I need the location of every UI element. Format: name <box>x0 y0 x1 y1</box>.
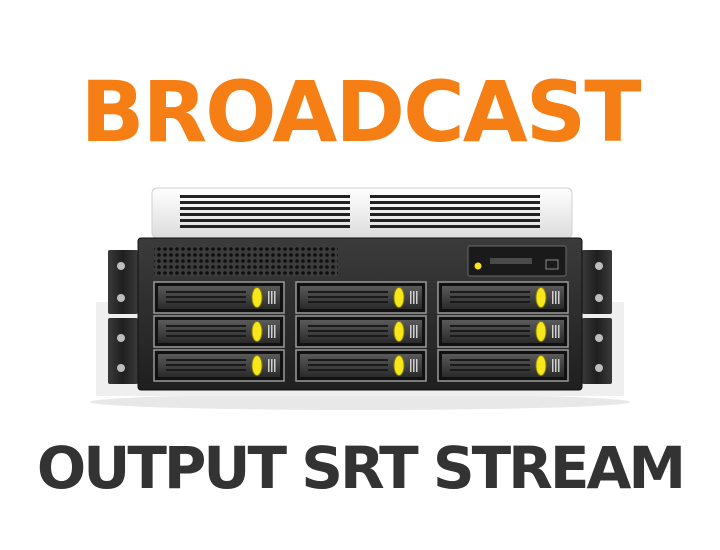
power-led-icon <box>474 262 482 270</box>
drive-led-icon <box>535 355 547 376</box>
drive-led-icon <box>251 321 263 342</box>
drive-led-icon <box>251 355 263 376</box>
drive-bay <box>437 281 569 314</box>
upper-vent-left <box>180 195 350 228</box>
floor-shadow <box>90 394 630 410</box>
drive-led-icon <box>535 287 547 308</box>
drive-bay <box>153 281 285 314</box>
drive-led-icon <box>393 287 405 308</box>
upper-unit <box>151 187 573 239</box>
control-panel <box>467 245 567 277</box>
drive-bay <box>153 315 285 348</box>
drive-bay <box>437 315 569 348</box>
drive-bay-grid <box>153 281 569 382</box>
drive-led-icon <box>393 321 405 342</box>
rack-ear-left <box>108 250 138 384</box>
rack-ear-right <box>582 250 612 384</box>
drive-bay <box>153 349 285 382</box>
headline-broadcast: BROADCAST <box>80 63 641 161</box>
drive-bay <box>295 349 427 382</box>
headline-output-srt-stream: OUTPUT SRT STREAM <box>36 434 686 502</box>
drive-bay <box>295 315 427 348</box>
drive-led-icon <box>251 287 263 308</box>
drive-bay <box>437 349 569 382</box>
drive-led-icon <box>535 321 547 342</box>
drive-bay <box>295 281 427 314</box>
upper-vent-right <box>370 195 540 228</box>
drive-led-icon <box>393 355 405 376</box>
